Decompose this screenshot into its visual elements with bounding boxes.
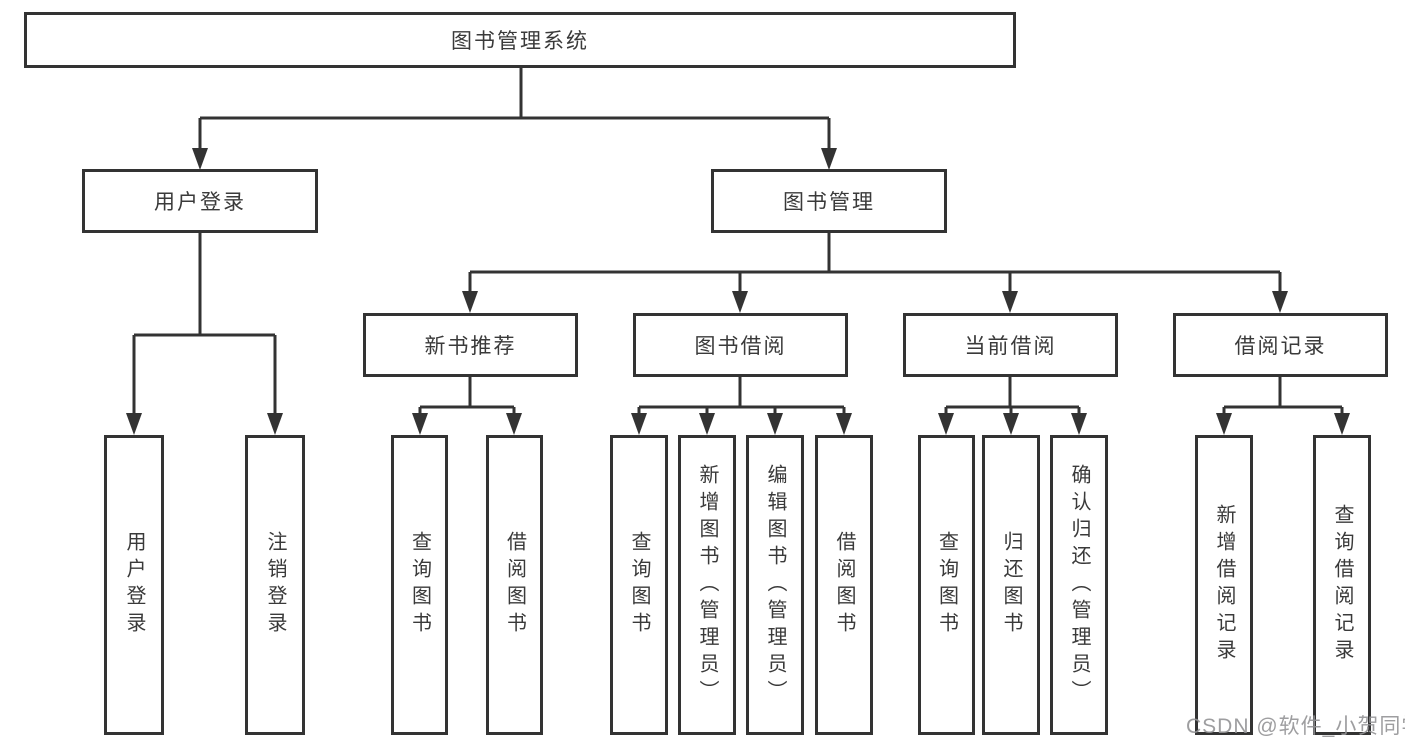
leaf-borrow-add-books-admin: 新增图书（管理员）	[678, 435, 736, 735]
leaf-current-query-books-label: 查询图书	[935, 531, 958, 639]
leaf-borrow-borrow-books: 借阅图书	[815, 435, 873, 735]
node-book-management-label: 图书管理	[783, 191, 875, 214]
node-book-borrow-label: 图书借阅	[694, 335, 787, 358]
node-current-borrow-label: 当前借阅	[964, 335, 1057, 358]
leaf-newbook-borrow-books-label: 借阅图书	[503, 531, 526, 639]
leaf-user-login-label: 用户登录	[123, 531, 145, 639]
node-borrow-record: 借阅记录	[1173, 313, 1388, 377]
node-new-book-recommend-label: 新书推荐	[424, 335, 517, 358]
node-root-label: 图书管理系统	[451, 30, 589, 53]
leaf-borrow-edit-books-admin-label: 编辑图书（管理员）	[764, 463, 786, 707]
leaf-current-return-books: 归还图书	[982, 435, 1040, 735]
leaf-record-add-borrow-record: 新增借阅记录	[1195, 435, 1253, 735]
leaf-logout-label: 注销登录	[264, 531, 286, 639]
leaf-newbook-query-books: 查询图书	[391, 435, 448, 735]
node-book-management: 图书管理	[711, 169, 947, 233]
leaf-borrow-query-books-label: 查询图书	[628, 531, 650, 639]
leaf-borrow-edit-books-admin: 编辑图书（管理员）	[746, 435, 804, 735]
leaf-user-login: 用户登录	[104, 435, 164, 735]
leaf-borrow-borrow-books-label: 借阅图书	[833, 531, 855, 639]
leaf-newbook-query-books-label: 查询图书	[408, 531, 431, 639]
node-user-login: 用户登录	[82, 169, 318, 233]
leaf-current-confirm-return-admin: 确认归还（管理员）	[1050, 435, 1108, 735]
leaf-borrow-add-books-admin-label: 新增图书（管理员）	[696, 463, 718, 707]
leaf-record-query-borrow-record: 查询借阅记录	[1313, 435, 1371, 735]
leaf-current-return-books-label: 归还图书	[1000, 531, 1022, 639]
leaf-current-confirm-return-admin-label: 确认归还（管理员）	[1068, 463, 1090, 707]
node-user-login-label: 用户登录	[154, 191, 246, 214]
node-borrow-record-label: 借阅记录	[1234, 335, 1327, 358]
leaf-record-add-borrow-record-label: 新增借阅记录	[1213, 504, 1235, 666]
node-root-library-system: 图书管理系统	[24, 12, 1016, 68]
leaf-record-query-borrow-record-label: 查询借阅记录	[1331, 504, 1353, 666]
csdn-watermark: CSDN @软件_小贺同学	[1186, 715, 1405, 738]
leaf-current-query-books: 查询图书	[918, 435, 975, 735]
leaf-logout: 注销登录	[245, 435, 305, 735]
node-new-book-recommend: 新书推荐	[363, 313, 578, 377]
node-current-borrow: 当前借阅	[903, 313, 1118, 377]
leaf-borrow-query-books: 查询图书	[610, 435, 668, 735]
node-book-borrow: 图书借阅	[633, 313, 848, 377]
leaf-newbook-borrow-books: 借阅图书	[486, 435, 543, 735]
